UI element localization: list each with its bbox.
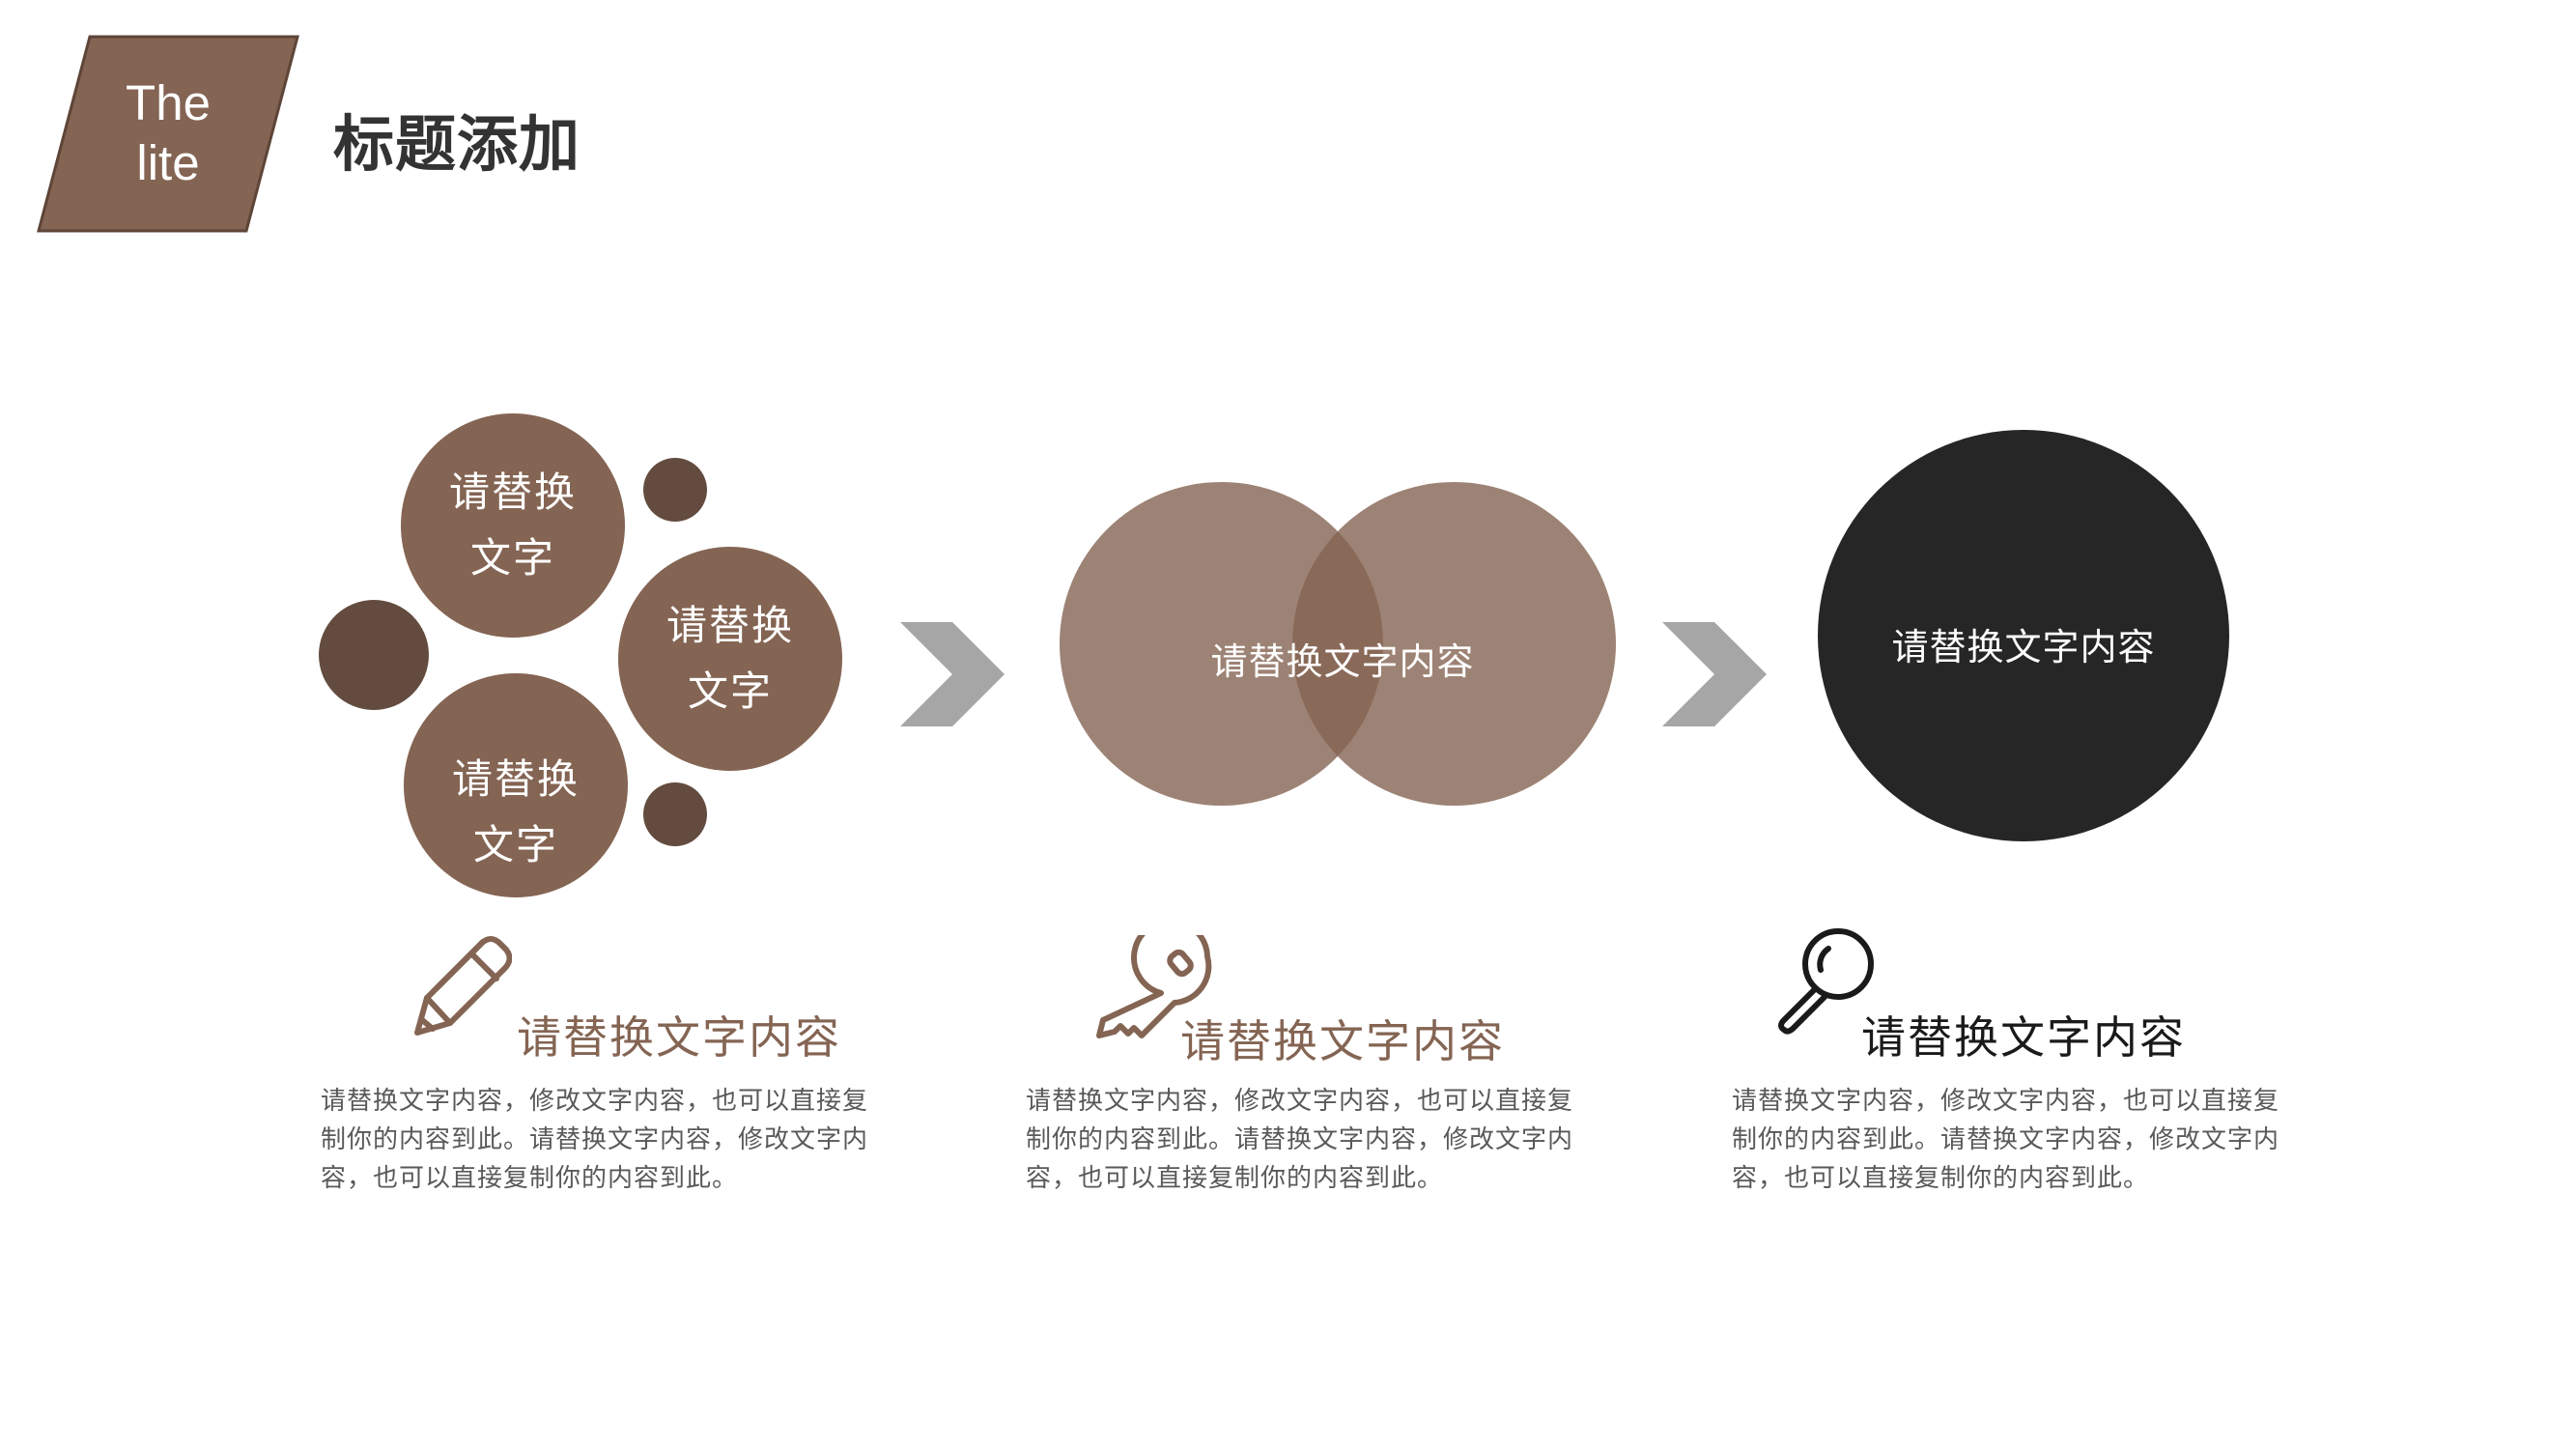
bubble-top: 请替换文字: [401, 413, 625, 638]
dark-circle: [1818, 430, 2229, 841]
badge-line-1: The: [126, 75, 211, 130]
section-1-heading: 请替换文字内容: [517, 1011, 841, 1064]
small-bubble-top: [643, 458, 707, 522]
bubble-bottom-label: 请替换文字: [451, 755, 580, 868]
section-3-body: 请替换文字内容，修改文字内容，也可以直接复制你的内容到此。请替换文字内容，修改文…: [1732, 1087, 2280, 1193]
venn-label: 请替换文字内容: [1210, 640, 1475, 683]
key-icon: [1096, 935, 1212, 1038]
section-2-heading: 请替换文字内容: [1180, 1015, 1505, 1067]
pencil-icon: [414, 936, 512, 1036]
badge-parallelogram: [37, 35, 299, 233]
section-3-heading: 请替换文字内容: [1861, 1011, 2186, 1064]
section-1-body: 请替换文字内容，修改文字内容，也可以直接复制你的内容到此。请替换文字内容，修改文…: [321, 1087, 869, 1193]
small-bubble-left: [319, 600, 429, 710]
section-2-body: 请替换文字内容，修改文字内容，也可以直接复制你的内容到此。请替换文字内容，修改文…: [1026, 1087, 1574, 1193]
chevron-right-icon: [900, 622, 1005, 726]
bubble-top-label: 请替换文字: [448, 469, 577, 582]
badge-text: The lite: [97, 73, 240, 193]
page-title: 标题添加: [333, 109, 580, 180]
chevron-right-icon: [1662, 622, 1767, 726]
dark-circle-label: 请替换文字内容: [1891, 626, 2156, 668]
bubble-right: 请替换文字: [618, 547, 842, 771]
venn-circle-right: [1292, 482, 1616, 806]
small-bubble-bottom: [643, 782, 707, 846]
bubble-bottom: 请替换文字: [404, 673, 628, 897]
magnifier-icon: [1778, 928, 1874, 1035]
bubble-right-label: 请替换文字: [665, 602, 794, 715]
badge-line-2: lite: [136, 135, 200, 190]
